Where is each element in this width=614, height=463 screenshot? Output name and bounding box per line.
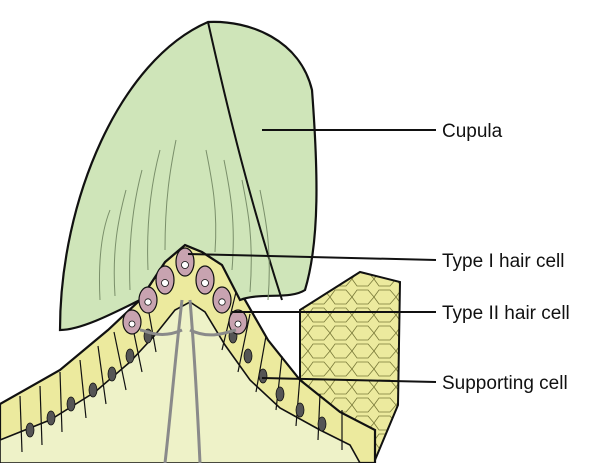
label-type1-hair-cell: Type I hair cell	[442, 251, 565, 272]
label-type2-hair-cell: Type II hair cell	[442, 303, 570, 324]
label-supporting-cell: Supporting cell	[442, 373, 568, 394]
label-cupula: Cupula	[442, 121, 503, 142]
